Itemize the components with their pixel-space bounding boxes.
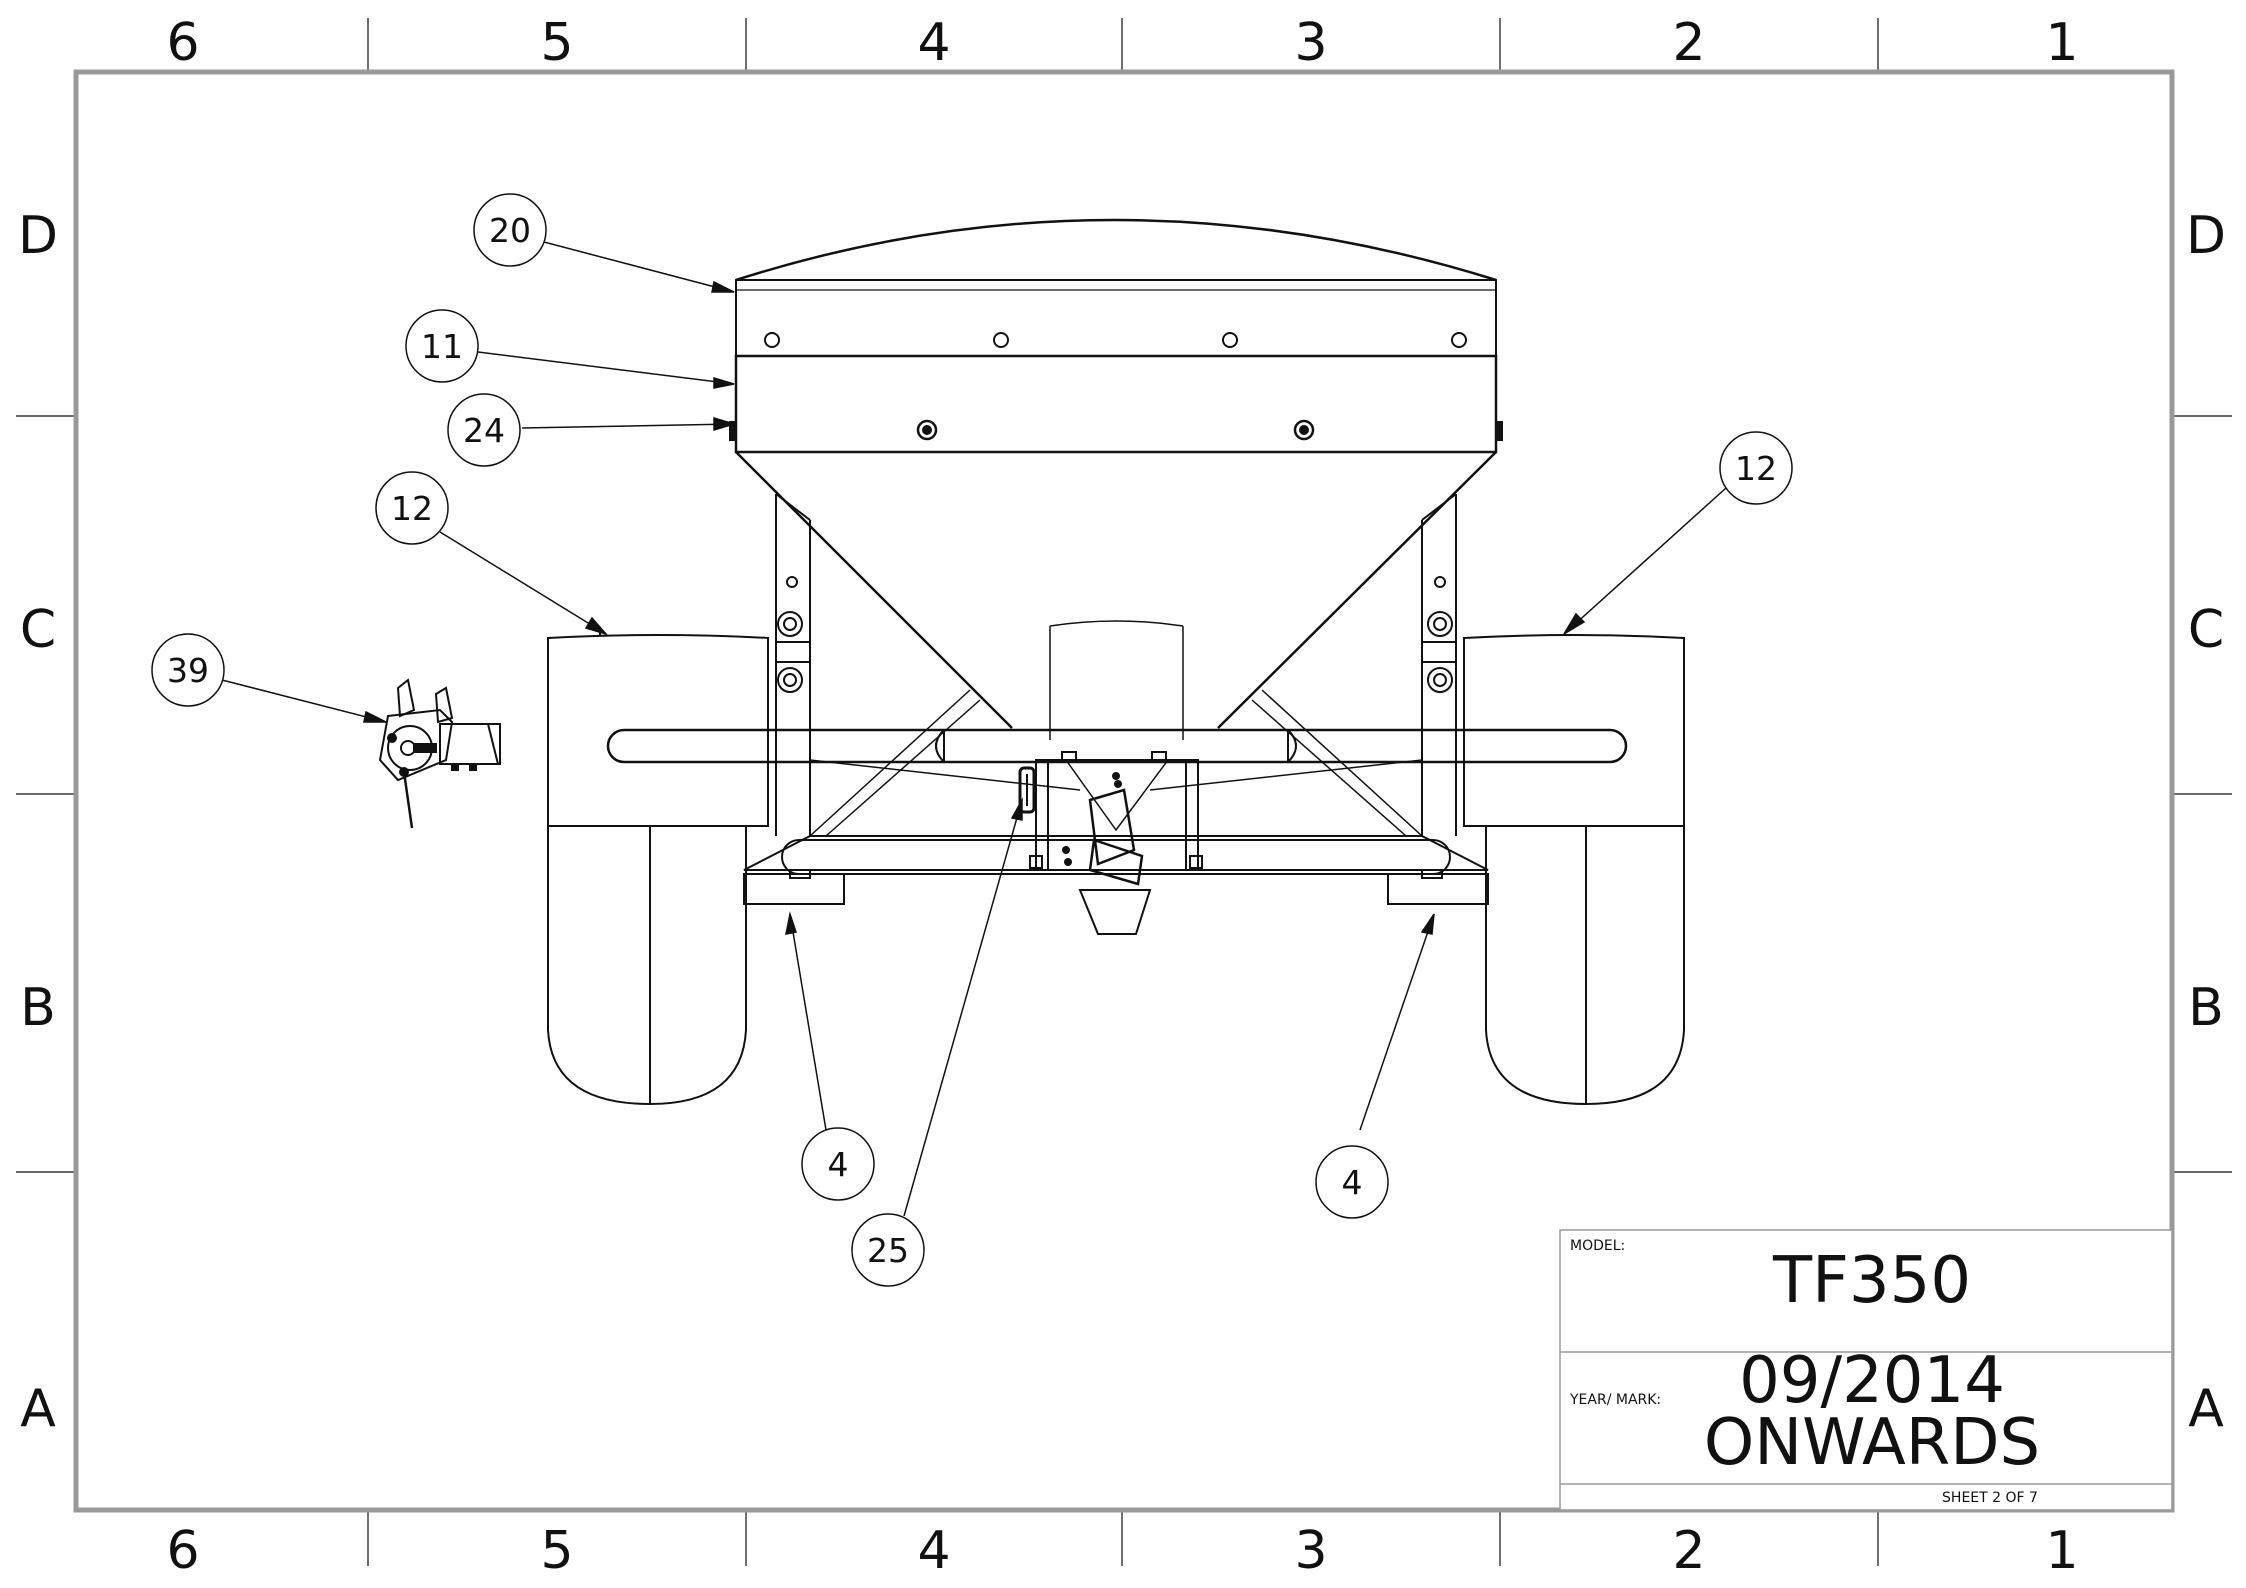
hopper-chute <box>1049 620 1184 740</box>
hopper-top-band <box>735 279 1497 357</box>
item-balloon: 11 <box>405 309 479 383</box>
frame-right <box>1421 493 1457 836</box>
balloon-number: 11 <box>421 327 463 366</box>
zone-row-label: C <box>2188 600 2224 660</box>
left-fender <box>547 630 769 1106</box>
zone-row-label: D <box>2186 206 2226 266</box>
zone-labels-bottom: 6 5 4 3 2 1 <box>166 1521 2078 1581</box>
hopper-funnel <box>735 451 1497 729</box>
zone-col-label: 1 <box>2045 13 2078 73</box>
item-balloon: 20 <box>473 193 547 267</box>
left-wheel <box>547 826 747 1106</box>
balloon-number: 12 <box>1735 449 1777 488</box>
title-block: MODEL: TF350 YEAR/ MARK: 09/2014 ONWARDS… <box>1559 1229 2173 1511</box>
zone-row-label: B <box>2188 978 2224 1038</box>
sheet-number: SHEET 2 OF 7 <box>1942 1490 2038 1506</box>
right-fender <box>1463 634 1685 1106</box>
axle-tube <box>606 728 1628 764</box>
zone-row-label: A <box>20 1379 56 1439</box>
hopper-upper-band <box>734 354 1498 454</box>
band-bolts <box>916 419 1315 441</box>
lid-holes <box>764 332 1467 348</box>
item-balloon: 4 <box>1315 1145 1389 1219</box>
zone-row-label: A <box>2188 1379 2224 1439</box>
balloon-number: 4 <box>1342 1163 1363 1202</box>
drawing-border <box>73 69 2175 1513</box>
zone-dividers <box>16 18 2232 1566</box>
zone-row-label: C <box>20 600 56 660</box>
zone-col-label: 6 <box>166 1521 199 1581</box>
item-balloon: 12 <box>375 471 449 545</box>
balloon-number: 39 <box>167 651 209 690</box>
year-value-line1: 09/2014 <box>1739 1344 2005 1418</box>
zone-col-label: 3 <box>1294 13 1327 73</box>
zone-col-label: 3 <box>1294 1521 1327 1581</box>
zone-col-label: 2 <box>1672 1521 1705 1581</box>
item-balloon: 39 <box>151 633 225 707</box>
balloon-number: 24 <box>463 411 505 450</box>
zone-col-label: 5 <box>540 1521 573 1581</box>
zone-labels-right: D C B A <box>2186 206 2226 1439</box>
gearbox-housing <box>1018 751 1203 935</box>
year-value-line2: ONWARDS <box>1704 1406 2040 1480</box>
balloon-number: 25 <box>867 1231 909 1270</box>
left-axle-block <box>743 873 845 905</box>
zone-col-label: 4 <box>917 1521 950 1581</box>
balloon-number: 4 <box>828 1145 849 1184</box>
item-balloon: 24 <box>447 393 521 467</box>
frame-left <box>775 493 811 836</box>
year-label: YEAR/ MARK: <box>1569 1392 1661 1408</box>
balloon-number: 20 <box>489 211 531 250</box>
control-bracket <box>378 678 501 829</box>
item-balloon: 12 <box>1719 431 1793 505</box>
zone-labels-top: 6 5 4 3 2 1 <box>166 13 2078 73</box>
balloon-number: 12 <box>391 489 433 528</box>
zone-col-label: 2 <box>1672 13 1705 73</box>
lower-plate <box>743 835 1489 871</box>
zone-labels-left: D C B A <box>18 206 58 1439</box>
zone-row-label: D <box>18 206 58 266</box>
item-balloon: 25 <box>851 1213 925 1287</box>
zone-col-label: 1 <box>2045 1521 2078 1581</box>
hopper-lid <box>735 218 1497 282</box>
zone-col-label: 4 <box>917 13 950 73</box>
leader-lines <box>221 241 1727 1217</box>
model-label: MODEL: <box>1570 1238 1625 1254</box>
item-balloons: 20 11 24 12 12 39 4 25 <box>151 193 1793 1287</box>
zone-col-label: 5 <box>540 13 573 73</box>
spreader-drawing <box>378 218 1685 1106</box>
lower-rail <box>781 839 1451 875</box>
right-axle-block <box>1387 873 1489 905</box>
zone-row-label: B <box>20 978 56 1038</box>
item-balloon: 4 <box>801 1127 875 1201</box>
model-value: TF350 <box>1772 1244 1971 1318</box>
zone-col-label: 6 <box>166 13 199 73</box>
